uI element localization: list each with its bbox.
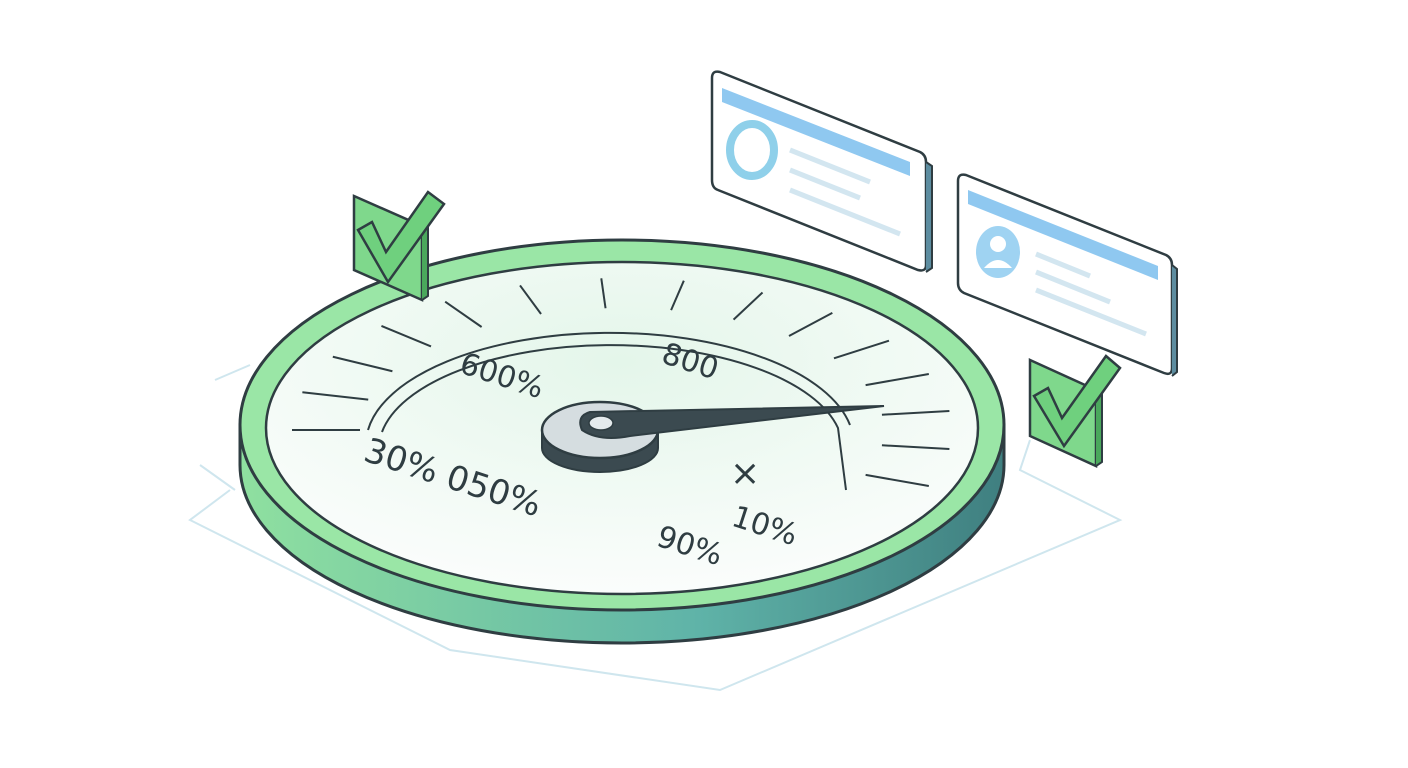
gauge-tick xyxy=(881,444,950,451)
gauge-tick xyxy=(302,391,369,401)
checkmark-icon xyxy=(1028,354,1122,468)
gauge-tick xyxy=(865,373,929,387)
gauge-tick xyxy=(865,473,929,487)
gauge-tick xyxy=(332,355,393,373)
gauge: 600% 800 30% 050% × 10% 90% xyxy=(238,238,1006,645)
gauge-tick xyxy=(381,325,432,348)
base-plate-outline xyxy=(188,439,1123,692)
checkmark-icon xyxy=(352,190,446,302)
gauge-tick xyxy=(444,300,483,328)
gauge-tick xyxy=(600,278,607,309)
gauge-tick xyxy=(833,339,890,360)
base-plate-outline-2 xyxy=(199,364,251,491)
user-card-icon xyxy=(956,173,1178,377)
gauge-needle xyxy=(540,400,885,473)
gauge-tick xyxy=(788,311,833,337)
gauge-tick xyxy=(519,284,542,315)
gauge-ticks xyxy=(292,278,950,487)
gauge-tick xyxy=(732,291,764,321)
gauge-tick xyxy=(670,280,685,311)
label-x: × xyxy=(730,453,760,494)
gauge-tick xyxy=(881,409,950,416)
profile-card-icon xyxy=(710,70,933,273)
